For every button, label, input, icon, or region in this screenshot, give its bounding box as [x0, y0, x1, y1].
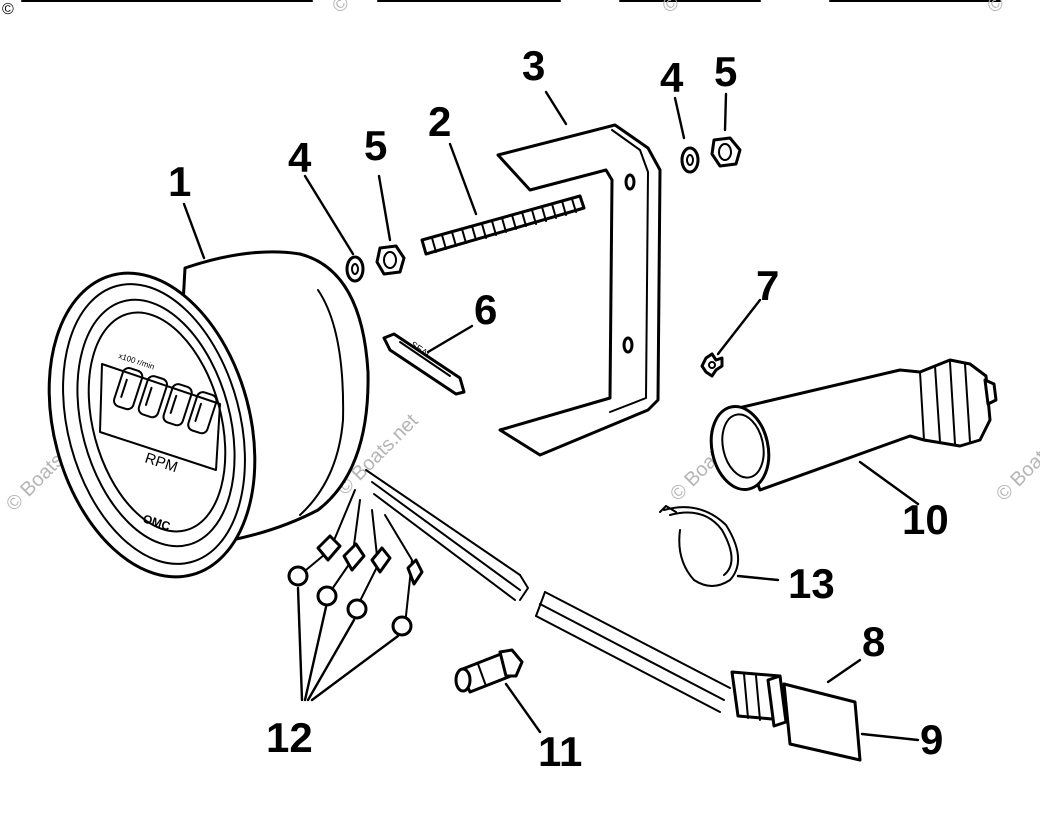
lock-washer-left — [345, 255, 365, 283]
callout-6: 6 — [474, 286, 497, 333]
callout-11: 11 — [538, 728, 582, 775]
callout-1: 1 — [168, 158, 191, 205]
gauge-display-window — [99, 363, 221, 471]
watermark-text-4: © Boats.net — [983, 0, 1040, 18]
watermark-text-7: © Boats.net — [992, 416, 1040, 506]
gauge-wire-harness — [287, 469, 731, 713]
hex-nut-right — [710, 136, 742, 168]
callout-9: 9 — [920, 716, 943, 763]
copyright-mark: © — [2, 1, 14, 18]
lock-washer-right — [680, 146, 700, 174]
ring-terminal — [346, 598, 368, 620]
gauge-digits — [113, 367, 218, 435]
callout-labels: 1 2 3 4 5 4 5 6 7 8 9 10 11 12 13 — [168, 42, 949, 775]
fuse — [454, 648, 524, 694]
tachometer-gauge: x100 r/min RPM OMC — [47, 250, 370, 579]
threaded-stud — [420, 194, 586, 256]
callout-10: 10 — [902, 496, 949, 543]
ring-terminal — [391, 615, 413, 637]
callout-4-right: 4 — [660, 54, 684, 101]
hex-nut-left — [375, 244, 406, 276]
ring-terminal — [316, 585, 338, 607]
callout-12: 12 — [266, 714, 313, 761]
leader-lines — [182, 90, 920, 742]
callout-3: 3 — [522, 42, 545, 89]
watermark-text-2: © Boats.net — [328, 0, 418, 18]
cable-clamp — [659, 505, 739, 587]
connector-pin: SEAL — [382, 332, 466, 396]
sending-unit-opening — [709, 405, 771, 491]
callout-8: 8 — [862, 618, 885, 665]
ring-terminal — [287, 565, 309, 587]
harness-connector — [730, 670, 862, 762]
star-washer — [700, 352, 724, 378]
callout-13: 13 — [788, 560, 835, 607]
callout-7: 7 — [756, 262, 779, 309]
mounting-bracket — [496, 123, 662, 457]
callout-5-right: 5 — [714, 48, 737, 95]
callout-5-left: 5 — [364, 122, 387, 169]
callout-2: 2 — [428, 98, 451, 145]
sending-unit — [709, 358, 998, 492]
callout-4-left: 4 — [288, 134, 312, 181]
connector-body — [782, 682, 862, 762]
watermark-text-3: © Boats.net — [658, 0, 748, 18]
